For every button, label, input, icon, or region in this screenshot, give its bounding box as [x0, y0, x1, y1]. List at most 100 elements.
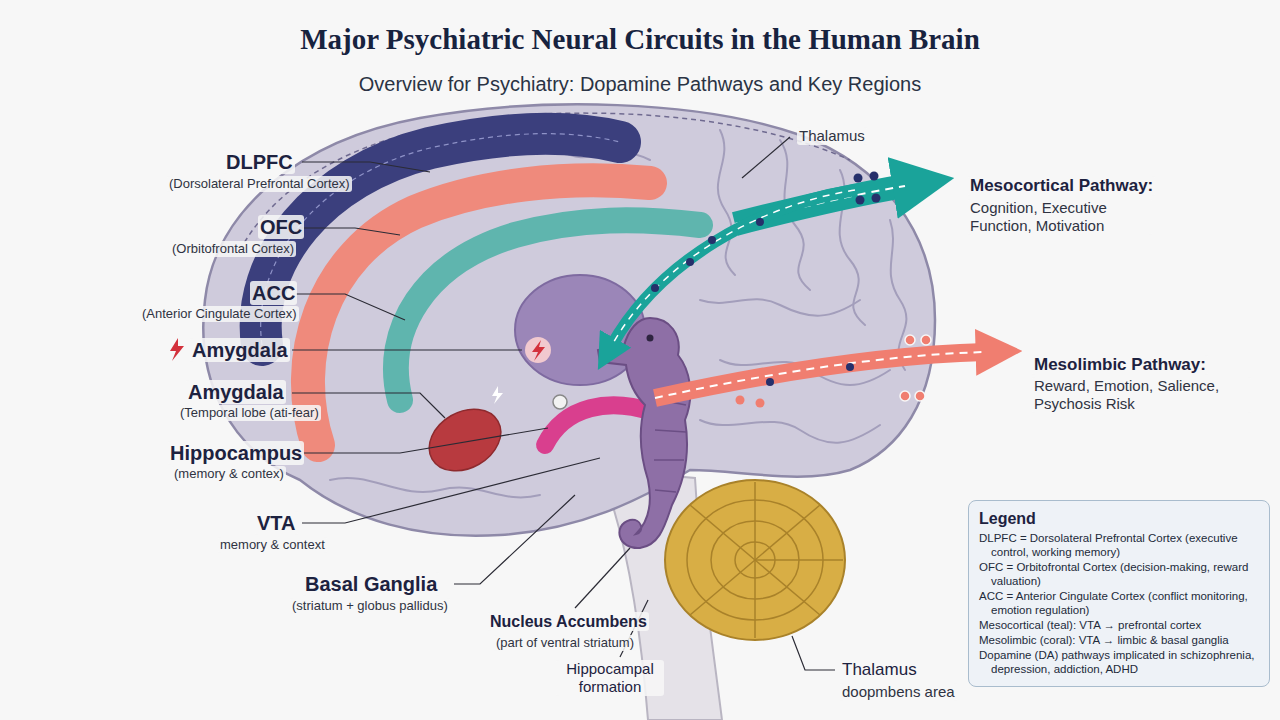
region-note: memory & context: [218, 537, 327, 553]
dopamine-dot: [846, 363, 854, 371]
region-label: Amygdala: [190, 338, 290, 362]
leader-line: [742, 137, 790, 178]
dopamine-dot: [756, 218, 764, 226]
dopamine-dot: [872, 194, 881, 203]
pathway-label: Mesolimbic Pathway:: [1032, 355, 1208, 375]
region-label: Amygdala: [186, 380, 286, 404]
legend-row: ACC = Anterior Cingulate Cortex (conflic…: [979, 589, 1259, 617]
legend-text: Mesolimbic (coral): VTA → limbic & basal…: [979, 634, 1229, 646]
region-label: Hippocampal formation: [556, 660, 664, 696]
subtitle: Overview for Psychiatry: Dopamine Pathwa…: [357, 72, 923, 96]
dopamine-dot: [651, 284, 659, 292]
folia-line: [690, 505, 755, 560]
legend-text: Mesocortical (teal): VTA → prefrontal co…: [979, 619, 1201, 631]
gyrus-line: [700, 299, 860, 315]
arrow-dash: [655, 352, 985, 398]
hippocampus-region: [545, 405, 652, 445]
folia-line: [690, 560, 755, 615]
diagram-title: Major Psychiatric Neural Circuits in the…: [0, 22, 1280, 57]
dopamine-dot: [905, 335, 915, 345]
marker-circle: [553, 395, 567, 409]
leader-line: [302, 228, 400, 235]
region-note: doopmbens area: [840, 683, 957, 701]
region-label: Hippocampus: [168, 441, 304, 465]
legend-row: OFC = Orbitofrontal Cortex (decision-mak…: [979, 560, 1259, 588]
region-note: (Orbitofrontal Cortex): [170, 241, 296, 257]
amygdala-region: [418, 397, 512, 483]
legend-heading: Legend: [979, 509, 1259, 528]
lightning-icon: [492, 386, 503, 404]
region-label: Basal Ganglia: [303, 572, 439, 596]
dopamine-dot: [686, 258, 694, 266]
region-note: (memory & contex): [172, 466, 286, 482]
ridge-line: [655, 490, 676, 492]
pathway-note: Reward, Emotion, Salience, Psychosis Ris…: [1032, 377, 1251, 413]
region-note: (Dorsolateral Prefrontal Cortex): [167, 176, 352, 192]
folia-line: [755, 560, 820, 615]
dopamine-dot: [900, 391, 910, 401]
region-note: (Temporal lobe (ati-fear): [178, 405, 321, 421]
cerebellum: [665, 480, 845, 640]
legend-row: Mesolimbic (coral): VTA → limbic & basal…: [979, 633, 1259, 647]
gyrus-line: [700, 420, 880, 443]
region-note: (Anterior Cingulate Cortex): [140, 306, 299, 322]
dopamine-dot: [736, 396, 745, 405]
seahorse-ridges: [654, 400, 686, 492]
pathway-label: Mesocortical Pathway:: [968, 176, 1155, 196]
leader-line: [302, 162, 430, 172]
pathway-note: Cognition, Executive Function, Motivatio…: [968, 199, 1152, 235]
arrow-dash: [612, 190, 855, 345]
legend-box: LegendDLPFC = Dorsolateral Prefrontal Co…: [968, 500, 1270, 687]
dopamine-dot: [756, 399, 765, 408]
seahorse-figure: [598, 318, 690, 548]
leader-lines: [292, 137, 835, 670]
folia-line: [755, 559, 843, 561]
region-label: VTA: [255, 511, 298, 535]
leader-line: [792, 636, 835, 670]
dopamine-dot: [854, 174, 863, 183]
legend-text: Dopamine (DA) pathways implicated in sch…: [979, 649, 1255, 675]
folia-line: [754, 560, 756, 638]
legend-text: OFC = Orbitofrontal Cortex (decision-mak…: [979, 561, 1248, 587]
region-label: Thalamus: [840, 660, 919, 680]
region-label: OFC: [258, 215, 304, 239]
leader-line: [454, 495, 575, 584]
dopamine-dot: [708, 236, 716, 244]
region-label: ACC: [250, 281, 297, 305]
mesolimbic-arrow: [655, 352, 985, 398]
region-label: Nucleus Accumbens: [488, 612, 649, 631]
region-label: Thalamus: [797, 127, 867, 145]
lightning-icon: [532, 340, 545, 361]
seahorse-eye: [647, 335, 654, 342]
ridge-line: [655, 430, 686, 432]
folia-line: [755, 505, 820, 560]
leader-line: [304, 428, 548, 453]
gyrus-line: [718, 130, 735, 275]
gyrus-line: [890, 220, 906, 370]
dopamine-dot: [921, 335, 931, 345]
legend-text: ACC = Anterior Cingulate Cortex (conflic…: [979, 590, 1248, 616]
lightning-icon: [170, 338, 184, 361]
region-label: DLPFC: [224, 150, 295, 174]
dopamine-dots: [651, 172, 931, 408]
dopamine-dot: [766, 378, 774, 386]
cerebrum-outline: [203, 104, 935, 535]
legend-row: DLPFC = Dorsolateral Prefrontal Cortex (…: [979, 531, 1259, 559]
dopamine-dot: [870, 172, 879, 181]
legend-row: Mesocortical (teal): VTA → prefrontal co…: [979, 618, 1259, 632]
dopamine-dot: [915, 391, 925, 401]
leader-line: [296, 294, 405, 320]
leader-line: [292, 349, 522, 350]
region-note: (striatum + globus pallidus): [290, 598, 450, 614]
ridge-line: [654, 459, 684, 461]
dopamine-dot: [856, 196, 865, 205]
leader-line: [575, 548, 630, 608]
legend-row: Dopamine (DA) pathways implicated in sch…: [979, 648, 1259, 676]
region-note: (part of ventral striatum): [494, 635, 636, 651]
mesocortical-curved-arrow: [612, 190, 855, 345]
folia-line: [754, 482, 756, 560]
legend-text: DLPFC = Dorsolateral Prefrontal Cortex (…: [979, 532, 1238, 558]
cerebellum-folia: [687, 482, 843, 638]
amygdala-icon-ground: [525, 337, 551, 363]
